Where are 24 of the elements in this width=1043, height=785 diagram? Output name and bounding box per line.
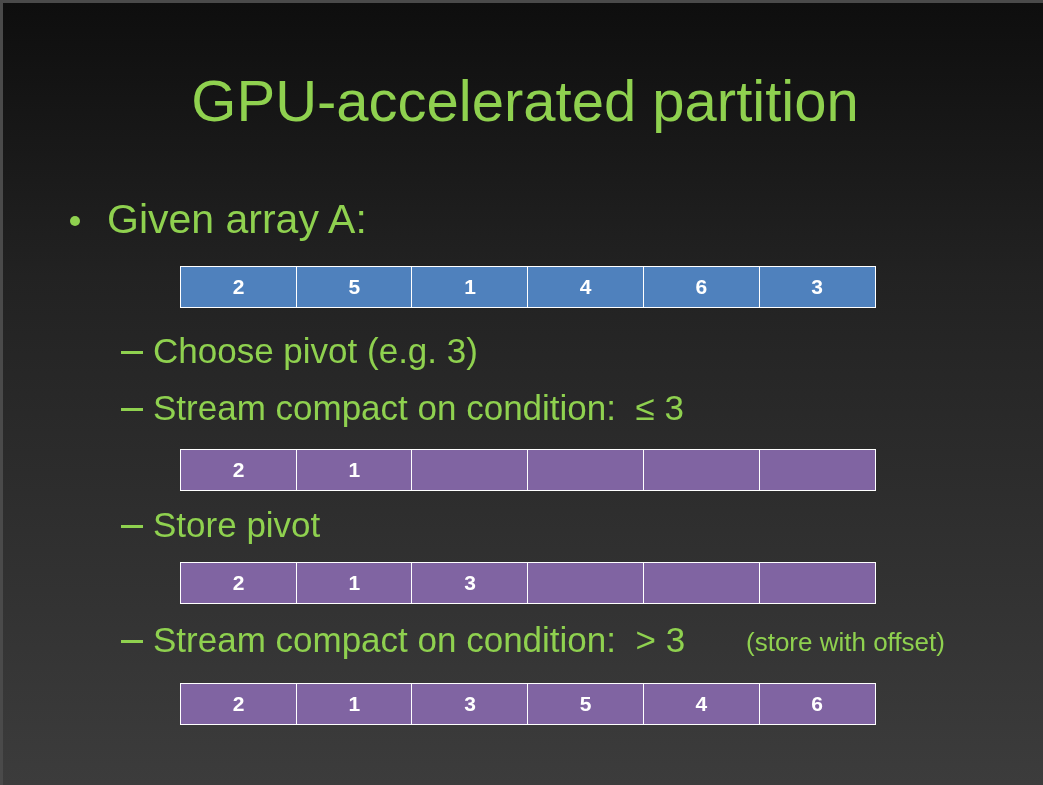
array-cell: 6 (758, 683, 876, 725)
array-cell: 5 (527, 683, 645, 725)
bullet-text: Given array A: (107, 195, 367, 244)
array-cell: 3 (411, 683, 529, 725)
array-cell: 5 (295, 266, 413, 308)
array-cell: 6 (642, 266, 760, 308)
sub-bullet-text: Stream compact on condition: > 3 (153, 619, 686, 661)
array-cell: 1 (295, 449, 413, 491)
sub-bullet-text: Store pivot (153, 504, 321, 546)
array-cell: 2 (180, 266, 298, 308)
slide-title: GPU-accelerated partition (191, 67, 859, 135)
array-cell: 1 (411, 266, 529, 308)
array-cell: 3 (758, 266, 876, 308)
sub-bullet-text: Stream compact on condition: ≤ 3 (153, 387, 684, 429)
note-text: (store with offset) (746, 627, 945, 659)
array-cell: 3 (411, 562, 529, 604)
array-cell: 1 (295, 683, 413, 725)
array-cell: 2 (180, 562, 298, 604)
array-cell: 1 (295, 562, 413, 604)
sub-bullet-text: Choose pivot (e.g. 3) (153, 330, 478, 372)
array-cell: 2 (180, 449, 298, 491)
array-cell: 4 (527, 266, 645, 308)
array-cell: 2 (180, 683, 298, 725)
array-cell: 4 (642, 683, 760, 725)
